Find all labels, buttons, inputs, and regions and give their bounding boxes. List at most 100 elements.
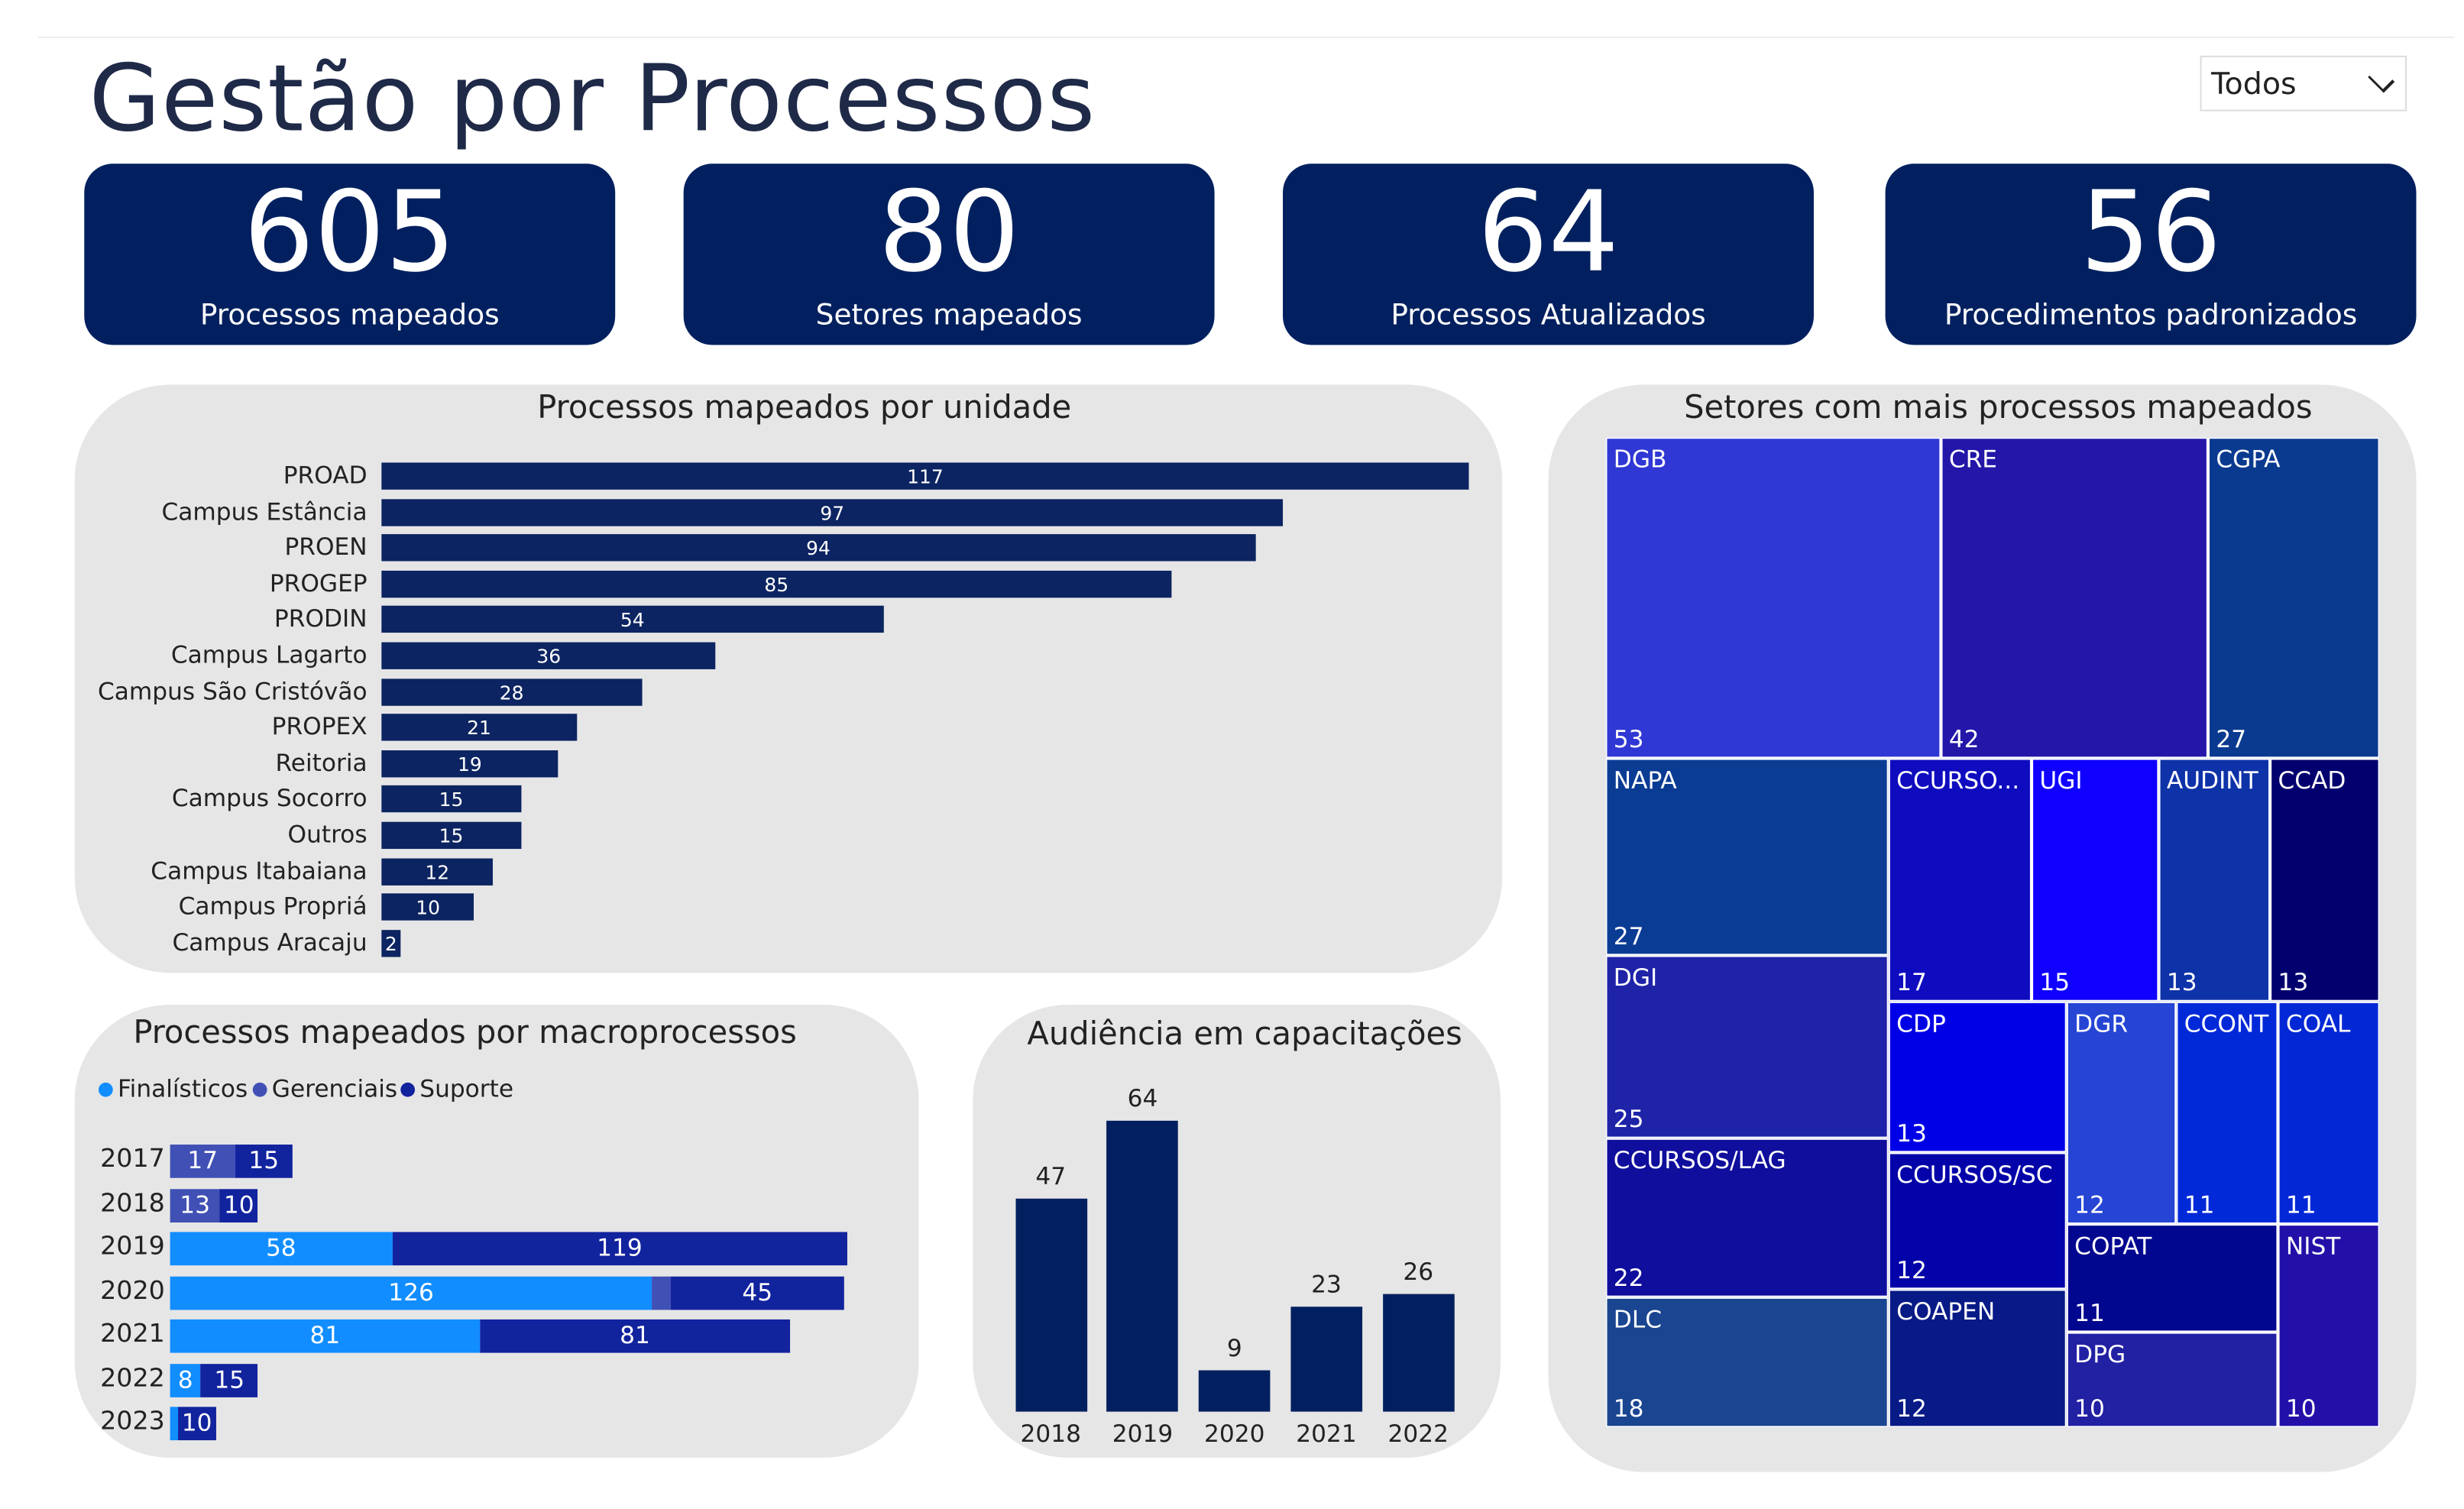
year-label: 2017 [100,1142,165,1174]
tile-value: 53 [1613,724,1644,754]
bar[interactable] [381,893,474,921]
category-label: Campus Itabaiana [151,856,367,886]
bar[interactable] [381,462,1469,490]
bar-value-label: 19 [457,753,482,776]
bar-value-label: 15 [439,824,464,847]
bar[interactable] [381,570,1172,597]
tile-value: 22 [1613,1264,1644,1293]
tile-value: 12 [1896,1255,1927,1285]
treemap-tile[interactable]: CCURSO...17 [1888,758,2032,1002]
bar[interactable] [381,606,884,633]
bar-segment-suporte[interactable]: 10 [219,1188,258,1222]
bar[interactable] [381,785,521,813]
bar-value-label: 10 [416,896,441,919]
column-bar[interactable] [1290,1307,1362,1412]
tile-name: CCONT [2184,1009,2269,1038]
legend-item-suporte[interactable]: Suporte [400,1074,513,1103]
bar[interactable] [381,678,642,705]
bar-segment-finalísticos[interactable]: 126 [170,1275,652,1310]
bar-segment-suporte[interactable]: 10 [177,1407,216,1441]
column-bar[interactable] [1106,1120,1179,1412]
kpi-label: Setores mapeados [815,299,1083,332]
bar-segment-finalísticos[interactable]: 8 [170,1363,201,1397]
column-bar[interactable] [1015,1197,1087,1412]
category-label: PROAD [283,461,367,490]
tile-value: 12 [1896,1394,1927,1423]
tile-name: DPG [2074,1339,2126,1369]
chart-title: Processos mapeados por unidade [537,387,1072,426]
legend-label: Gerenciais [271,1074,398,1103]
bar-segment-suporte[interactable]: 15 [235,1145,293,1178]
tile-value: 42 [1948,724,1980,754]
tile-name: CCURSOS/SC [1896,1160,2053,1190]
bar-segment-gerenciais[interactable] [652,1275,672,1310]
category-label: Campus Estância [161,497,367,526]
bar-segment-gerenciais[interactable]: 17 [170,1145,235,1178]
bar-value-label: 94 [806,537,831,560]
tile-name: COPAT [2074,1232,2152,1261]
year-label: 2018 [1020,1419,1082,1449]
tile-name: CCAD [2278,766,2346,795]
bar-segment-finalísticos[interactable]: 81 [170,1319,481,1353]
tile-value: 15 [2039,968,2071,997]
legend-label: Finalísticos [117,1074,248,1103]
bar-segment-finalísticos[interactable]: 58 [170,1232,393,1266]
bar[interactable] [381,498,1284,526]
bar[interactable] [381,857,494,886]
treemap-tile[interactable]: AUDINT 13 [2158,758,2271,1002]
bar-value-label: 2 [384,932,397,956]
bar[interactable] [381,642,717,669]
filter-dropdown[interactable]: Todos [2200,55,2407,112]
category-label: Outros [287,820,367,850]
bar-segment-suporte[interactable]: 81 [480,1319,790,1353]
bar-segment-finalísticos[interactable] [170,1407,178,1441]
bar[interactable] [381,821,521,850]
bar-segment-suporte[interactable]: 15 [200,1363,258,1397]
bar[interactable] [381,534,1255,562]
legend-item-gerenciais[interactable]: Gerenciais [252,1074,398,1103]
bar-segment-suporte[interactable]: 119 [392,1232,847,1266]
bar[interactable] [381,714,577,741]
column-value-label: 47 [1035,1161,1067,1190]
tile-name: AUDINT [2166,766,2258,795]
bar-segment-gerenciais[interactable]: 13 [170,1188,220,1222]
legend-dot-icon [252,1082,267,1097]
bar[interactable] [381,929,400,957]
bar-value-label: 12 [425,860,450,883]
treemap-tile[interactable]: CCURSOS/SC 12 [1888,1152,2067,1290]
category-label: Reitoria [275,748,367,777]
kpi-card-processos: 605 Processos mapeados [84,164,616,345]
bar[interactable] [381,750,559,777]
tile-name: CDP [1896,1009,1946,1038]
tile-name: COAPEN [1896,1297,1996,1326]
tile-name: COAL [2285,1009,2351,1038]
kpi-value: 64 [1477,167,1620,298]
year-label: 2022 [100,1362,165,1392]
treemap-tile[interactable]: DGB 53 [1605,437,1941,759]
bar-segment-suporte[interactable]: 45 [671,1275,843,1310]
kpi-label: Processos mapeados [199,299,500,332]
column-bar[interactable] [1198,1371,1271,1412]
tile-name: DGB [1613,445,1667,474]
bar-value-label: 36 [536,645,562,668]
treemap-tile[interactable]: COAPEN 12 [1888,1289,2067,1428]
legend-item-finalísticos[interactable]: Finalísticos [98,1074,248,1103]
column-bar[interactable] [1382,1293,1455,1412]
tile-value: 13 [2166,968,2197,997]
bar-value-label: 117 [907,465,944,488]
